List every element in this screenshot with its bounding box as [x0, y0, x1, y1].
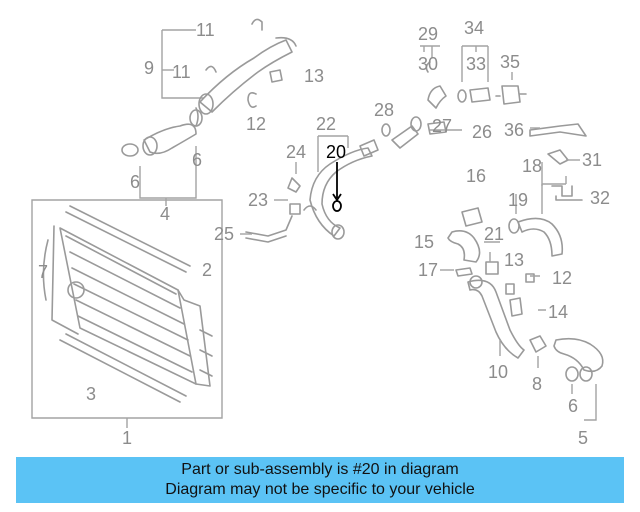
- parts-diagram: 11 9 11 13 12 6 6 4 1 2 3 7 22 20 24 23 …: [31, 18, 610, 448]
- callout-6-right: 6: [568, 396, 578, 416]
- lower-hose-group: [440, 194, 604, 421]
- seal-strip-2: [65, 205, 191, 273]
- callout-18: 18: [522, 156, 542, 176]
- intake-pipe-group: [359, 45, 587, 214]
- callout-23: 23: [248, 190, 268, 210]
- callout-28: 28: [374, 100, 394, 120]
- info-banner: Part or sub-assembly is #20 in diagram D…: [16, 457, 624, 503]
- callout-6-mid: 6: [192, 150, 202, 170]
- callout-26: 26: [472, 122, 492, 142]
- seal-strip-3: [59, 333, 187, 403]
- callout-11: 11: [172, 62, 191, 82]
- callout-labels: 11 9 11 13 12 6 6 4 1 2 3 7 22 20 24 23 …: [38, 18, 610, 448]
- callout-7: 7: [38, 262, 48, 282]
- callout-24: 24: [286, 142, 306, 162]
- callout-35: 35: [500, 52, 520, 72]
- callout-20: 20: [326, 142, 346, 162]
- callout-14: 14: [548, 302, 568, 322]
- callout-29: 29: [418, 24, 438, 44]
- banner-line-2: Diagram may not be specific to your vehi…: [165, 481, 475, 498]
- callout-4: 4: [160, 204, 170, 224]
- callout-1: 1: [122, 428, 132, 448]
- callout-10: 10: [488, 362, 508, 382]
- callout-9: 9: [144, 58, 154, 78]
- callout-30: 30: [418, 54, 438, 74]
- banner-line-1: Part or sub-assembly is #20 in diagram: [181, 461, 459, 478]
- callout-8: 8: [532, 374, 542, 394]
- callout-13-top: 13: [304, 66, 324, 86]
- callout-36: 36: [504, 120, 524, 140]
- charge-pipe: [309, 147, 373, 237]
- callout-13: 13: [504, 250, 524, 270]
- air-pipe-group: [240, 135, 373, 243]
- callout-15: 15: [414, 232, 434, 252]
- charge-air-hose-group: [121, 18, 297, 206]
- o-ring-20: [332, 200, 342, 212]
- part-20-highlight: [332, 162, 342, 212]
- callout-11-top: 11: [196, 20, 215, 40]
- callout-33: 33: [466, 54, 486, 74]
- callout-25: 25: [214, 224, 234, 244]
- callout-12-top: 12: [246, 114, 266, 134]
- callout-16: 16: [466, 166, 486, 186]
- callout-17: 17: [418, 260, 438, 280]
- callout-6-left: 6: [130, 172, 140, 192]
- callout-21: 21: [484, 224, 504, 244]
- callout-31: 31: [582, 150, 602, 170]
- callout-22: 22: [316, 114, 336, 134]
- callout-12: 12: [552, 268, 572, 288]
- callout-3: 3: [86, 384, 96, 404]
- callout-19: 19: [508, 190, 528, 210]
- callout-27: 27: [432, 116, 452, 136]
- callout-5: 5: [578, 428, 588, 448]
- callout-2: 2: [202, 260, 212, 280]
- callout-32: 32: [590, 188, 610, 208]
- intercooler-group: [31, 199, 223, 428]
- callout-34: 34: [464, 18, 484, 38]
